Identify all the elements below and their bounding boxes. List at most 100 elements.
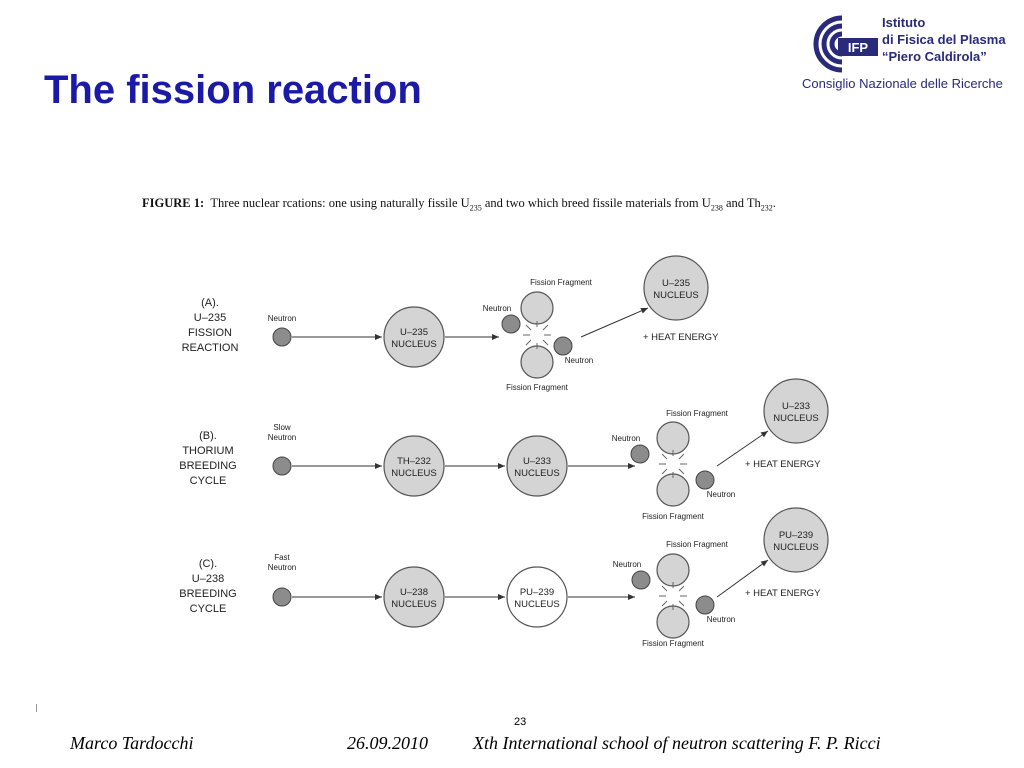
row-a-nucleus-1-label: NUCLEUS xyxy=(391,339,436,350)
footer-date: 26.09.2010 xyxy=(347,733,428,753)
row-a-neutron-label: Neutron xyxy=(268,314,296,323)
row-c-nucleus-2 xyxy=(506,566,568,628)
row-c-label-line: U–238 xyxy=(192,573,224,585)
caption-sub-1: 235 xyxy=(469,203,482,213)
row-c-released-neutron-right xyxy=(695,595,715,615)
row-a-arrow-product xyxy=(580,307,649,338)
row-c-incoming-neutron xyxy=(272,587,292,607)
page-number: 23 xyxy=(514,716,527,728)
row-b-fragment-bottom-label: Fission Fragment xyxy=(642,512,705,521)
institute-logo: IFP Istituto di Fisica del Plasma “Piero… xyxy=(800,10,1020,96)
footer-event: Xth International school of neutron scat… xyxy=(473,733,881,753)
row-a-fragment-bottom xyxy=(520,345,554,379)
row-c-nucleus-2-label: PU–239 xyxy=(520,587,554,598)
row-a-nucleus-1 xyxy=(383,306,445,368)
row-c-product-nucleus xyxy=(763,507,829,573)
row-b-released-neutron-left-label: Neutron xyxy=(612,434,640,443)
institute-name: Istituto di Fisica del Plasma “Piero Cal… xyxy=(882,14,1006,65)
row-b-nucleus-1-label: NUCLEUS xyxy=(391,468,436,479)
caption-sub-2: 238 xyxy=(710,203,723,213)
row-b-fragment-top-label: Fission Fragment xyxy=(666,409,729,418)
figure-caption: FIGURE 1: Three nuclear rcations: one us… xyxy=(142,196,776,213)
ifp-logo-mark-icon: IFP xyxy=(813,15,878,73)
row-b-released-neutron-right xyxy=(695,470,715,490)
row-b-nucleus-2-label: U–233 xyxy=(523,456,551,467)
row-a-label-line: (A). xyxy=(201,297,219,309)
row-b-label-line: THORIUM xyxy=(182,445,233,457)
caption-end: . xyxy=(772,196,776,210)
row-a-label-line: FISSION xyxy=(188,327,232,339)
row-c-released-neutron-left-label: Neutron xyxy=(613,560,641,569)
row-b-arrow-product xyxy=(716,430,769,467)
logo-mark-text: IFP xyxy=(848,40,869,55)
row-b-neutron-label: Neutron xyxy=(268,433,296,442)
row-b-heat-energy: + HEAT ENERGY xyxy=(745,459,821,470)
row-c-fragment-top-label: Fission Fragment xyxy=(666,540,729,549)
row-c-label-line: BREEDING xyxy=(179,588,236,600)
row-c-fission-burst-ray xyxy=(661,600,668,607)
row-b-fission-burst-ray xyxy=(678,468,685,475)
row-c-neutron-label: Fast xyxy=(274,553,290,562)
row-a-product-nucleus-label: U–235 xyxy=(662,278,690,289)
row-a-product-nucleus-label: NUCLEUS xyxy=(653,290,698,301)
slide-marker xyxy=(36,704,37,712)
row-b-product-nucleus-label: U–233 xyxy=(782,401,810,412)
row-a-released-neutron-right xyxy=(553,336,573,356)
row-b-incoming-neutron xyxy=(272,456,292,476)
row-b-label-line: CYCLE xyxy=(190,475,227,487)
row-a-product-nucleus xyxy=(643,255,709,321)
row-a-fission-burst-ray xyxy=(542,324,549,331)
row-c-fission-burst-ray xyxy=(678,600,685,607)
row-c-fission-burst-ray xyxy=(678,585,685,592)
caption-and: and Th xyxy=(722,196,761,210)
institute-line-1: Istituto xyxy=(882,15,926,30)
caption-mid: and two which breed fissile materials fr… xyxy=(481,196,711,210)
row-b-product-nucleus-label: NUCLEUS xyxy=(773,413,818,424)
row-b-released-neutron-right-label: Neutron xyxy=(707,490,735,499)
row-c-fragment-bottom-label: Fission Fragment xyxy=(642,639,705,648)
row-c-product-nucleus-label: NUCLEUS xyxy=(773,542,818,553)
row-b-fission-burst-ray xyxy=(661,453,668,460)
row-a-label-line: REACTION xyxy=(182,342,239,354)
row-a-heat-energy: + HEAT ENERGY xyxy=(643,332,719,343)
row-c-arrow-product xyxy=(716,559,769,598)
row-c-label-line: (C). xyxy=(199,558,217,570)
row-c-label-line: CYCLE xyxy=(190,603,227,615)
row-a-fragment-top-label: Fission Fragment xyxy=(530,278,593,287)
row-b-nucleus-2 xyxy=(506,435,568,497)
row-a-fragment-bottom-label: Fission Fragment xyxy=(506,383,569,392)
row-c-nucleus-1 xyxy=(383,566,445,628)
row-b-nucleus-1 xyxy=(383,435,445,497)
row-c-product-nucleus-label: PU–239 xyxy=(779,530,813,541)
row-c-heat-energy: + HEAT ENERGY xyxy=(745,588,821,599)
row-c-fragment-bottom xyxy=(656,605,690,639)
caption-sub-3: 232 xyxy=(760,203,773,213)
row-a-fission-burst-ray xyxy=(525,324,532,331)
row-b-fragment-top xyxy=(656,421,690,455)
row-c-neutron-label: Neutron xyxy=(268,563,296,572)
row-c-fission-burst-ray xyxy=(661,585,668,592)
row-b-nucleus-1-label: TH–232 xyxy=(397,456,431,467)
row-a-released-neutron-right-label: Neutron xyxy=(565,356,593,365)
row-b-released-neutron-left xyxy=(630,444,650,464)
row-b-fission-burst-ray xyxy=(678,453,685,460)
row-b-label-line: (B). xyxy=(199,430,217,442)
row-c-nucleus-1-label: NUCLEUS xyxy=(391,599,436,610)
row-b-label-line: BREEDING xyxy=(179,460,236,472)
row-a-released-neutron-left-label: Neutron xyxy=(483,304,511,313)
row-b-product-nucleus xyxy=(763,378,829,444)
row-c-fragment-top xyxy=(656,553,690,587)
institute-line-2: di Fisica del Plasma xyxy=(882,32,1006,47)
row-c-nucleus-1-label: U–238 xyxy=(400,587,428,598)
row-a-fission-burst-ray xyxy=(542,339,549,346)
row-c-released-neutron-right-label: Neutron xyxy=(707,615,735,624)
row-a-fragment-top xyxy=(520,291,554,325)
caption-text: Three nuclear rcations: one using natura… xyxy=(210,196,470,210)
row-a-label-line: U–235 xyxy=(194,312,226,324)
row-a-incoming-neutron xyxy=(272,327,292,347)
row-b-fission-burst-ray xyxy=(661,468,668,475)
caption-prefix: FIGURE 1: xyxy=(142,196,205,210)
slide-title: The fission reaction xyxy=(44,68,422,112)
row-c-released-neutron-left xyxy=(631,570,651,590)
